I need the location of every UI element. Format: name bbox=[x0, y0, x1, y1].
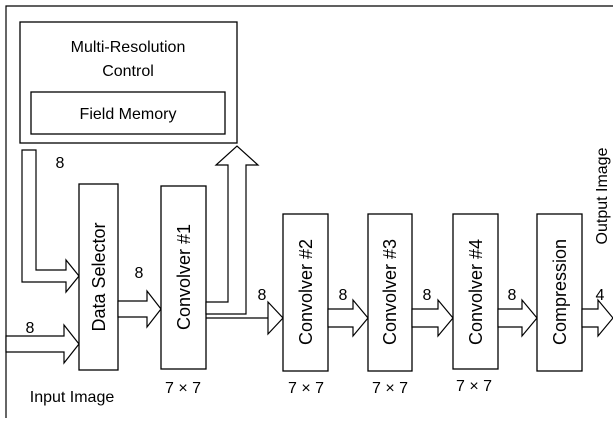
conv1-to-conv2-arrowhead bbox=[267, 300, 284, 336]
control-label-line1: Multi-Resolution bbox=[71, 39, 186, 56]
convolver-4-kernel: 7 × 7 bbox=[456, 378, 492, 395]
output-image-label: Output Image bbox=[594, 147, 611, 244]
conv4-compression-bus-width: 8 bbox=[508, 287, 517, 304]
control-bus-width: 8 bbox=[56, 155, 65, 172]
convolver-2-label: Convolver #2 bbox=[296, 239, 316, 345]
conv1-conv2-bus-width: 8 bbox=[258, 287, 267, 304]
input-image-label: Input Image bbox=[30, 389, 115, 406]
convolver-4-block bbox=[452, 213, 499, 370]
compression-block bbox=[536, 213, 583, 372]
selector-to-conv1-arrow bbox=[117, 289, 162, 329]
data-selector-label: Data Selector bbox=[89, 222, 109, 331]
control-label-line2: Control bbox=[102, 63, 154, 80]
outer-frame bbox=[5, 5, 613, 418]
convolver-1-kernel: 7 × 7 bbox=[165, 380, 201, 397]
field-memory-label: Field Memory bbox=[80, 106, 177, 123]
conv3-to-conv4-arrow bbox=[411, 298, 454, 338]
convolver-4-label: Convolver #4 bbox=[466, 239, 486, 345]
conv3-conv4-bus-width: 8 bbox=[423, 287, 432, 304]
convolver-3-kernel: 7 × 7 bbox=[372, 380, 408, 397]
conv2-to-conv3-arrow bbox=[327, 298, 369, 338]
input-bus-width: 8 bbox=[26, 320, 35, 337]
output-arrow bbox=[581, 298, 613, 338]
convolver-2-block bbox=[282, 213, 329, 372]
convolver-2-kernel: 7 × 7 bbox=[288, 380, 324, 397]
conv4-to-compression-arrow bbox=[497, 298, 538, 338]
convolver-1-label: Convolver #1 bbox=[174, 224, 194, 330]
convolver-3-label: Convolver #3 bbox=[380, 239, 400, 345]
conv1-feedback-arrow bbox=[205, 145, 260, 315]
data-selector-block bbox=[78, 183, 119, 371]
output-bus-width: 4 bbox=[596, 287, 605, 304]
convolver-3-block bbox=[367, 213, 413, 372]
input-arrow bbox=[5, 323, 80, 365]
compression-label: Compression bbox=[550, 239, 570, 345]
convolver-1-block bbox=[160, 185, 207, 370]
selector-conv1-bus-width: 8 bbox=[135, 265, 144, 282]
field-memory-block bbox=[30, 91, 226, 135]
control-to-selector-arrow bbox=[21, 149, 80, 294]
conv2-conv3-bus-width: 8 bbox=[339, 287, 348, 304]
